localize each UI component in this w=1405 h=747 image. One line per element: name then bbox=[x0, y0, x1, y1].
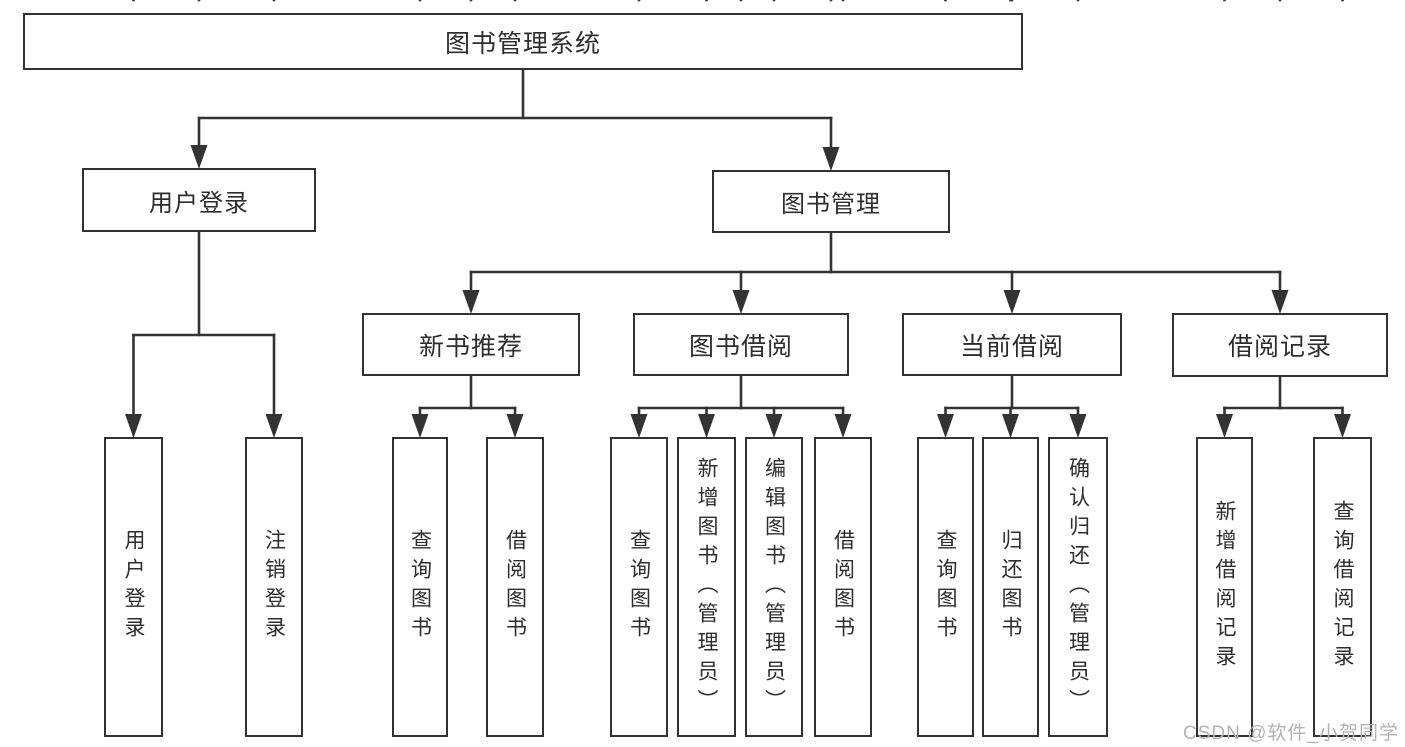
node-bb-borrow: 借阅图书 bbox=[814, 437, 872, 737]
node-book-borrow: 图书借阅 bbox=[633, 313, 849, 376]
node-nb-borrow: 借阅图书 bbox=[486, 437, 544, 737]
node-bb-query: 查询图书 bbox=[610, 437, 668, 737]
node-cb-query: 查询图书 bbox=[917, 437, 974, 737]
node-nb-query: 查询图书 bbox=[392, 437, 448, 737]
node-logout: 注销登录 bbox=[245, 437, 303, 737]
node-borrow-record: 借阅记录 bbox=[1172, 313, 1388, 377]
node-br-query: 查询借阅记录 bbox=[1313, 437, 1372, 737]
node-bb-add: 新增图书（管理员） bbox=[677, 437, 736, 737]
node-br-add: 新增借阅记录 bbox=[1196, 437, 1253, 737]
node-cb-confirm: 确认归还（管理员） bbox=[1048, 437, 1108, 737]
node-user-login: 用户登录 bbox=[82, 168, 316, 232]
node-new-book: 新书推荐 bbox=[362, 313, 580, 376]
node-bb-edit: 编辑图书（管理员） bbox=[745, 437, 803, 737]
node-root: 图书管理系统 bbox=[23, 13, 1023, 70]
node-user-login-leaf: 用户登录 bbox=[104, 437, 163, 737]
node-book-mgmt: 图书管理 bbox=[712, 170, 950, 233]
node-current-borrow: 当前借阅 bbox=[902, 313, 1122, 376]
watermark: CSDN @软件_小贺同学 bbox=[1183, 723, 1399, 744]
node-cb-return: 归还图书 bbox=[982, 437, 1039, 737]
